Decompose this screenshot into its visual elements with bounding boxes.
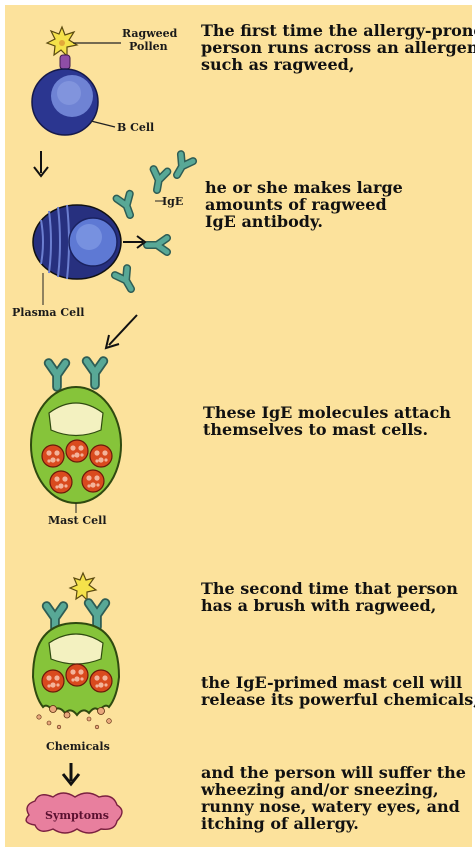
receptor-icon bbox=[60, 55, 70, 69]
plasma-cell-label: Plasma Cell bbox=[12, 306, 84, 319]
chemicals-label: Chemicals bbox=[46, 740, 110, 753]
b-cell-label: B Cell bbox=[117, 121, 154, 134]
pollen-icon bbox=[70, 573, 96, 600]
symptoms-label: Symptoms bbox=[45, 809, 109, 822]
step-5-text: the IgE-primed mast cell will release it… bbox=[201, 674, 475, 708]
mast-cell-icon bbox=[33, 623, 119, 715]
ige-label: IgE bbox=[162, 195, 183, 208]
antibody-icon bbox=[49, 361, 104, 387]
step-4-text: The second time that person has a brush … bbox=[201, 580, 458, 614]
mast-cell-icon bbox=[31, 387, 121, 503]
pollen-icon bbox=[47, 27, 77, 56]
b-cell-icon bbox=[32, 69, 98, 135]
ragweed-pollen-label: Ragweed Pollen bbox=[122, 27, 177, 53]
step-1-text: The first time the allergy-prone person … bbox=[201, 22, 475, 73]
antibody-icon bbox=[115, 154, 193, 292]
arrow-icon bbox=[63, 763, 79, 784]
arrow-icon bbox=[106, 315, 137, 348]
step-6-text: and the person will suffer the wheezing … bbox=[201, 764, 466, 832]
allergy-diagram: Ragweed Pollen B Cell IgE Plasma Cell Ma… bbox=[5, 5, 472, 847]
arrow-icon bbox=[123, 236, 145, 248]
plasma-cell-icon bbox=[33, 205, 121, 279]
step-3-text: These IgE molecules attach themselves to… bbox=[203, 404, 451, 438]
step-2-text: he or she makes large amounts of ragweed… bbox=[205, 179, 403, 230]
arrow-icon bbox=[34, 151, 48, 176]
mast-cell-label: Mast Cell bbox=[48, 514, 107, 527]
